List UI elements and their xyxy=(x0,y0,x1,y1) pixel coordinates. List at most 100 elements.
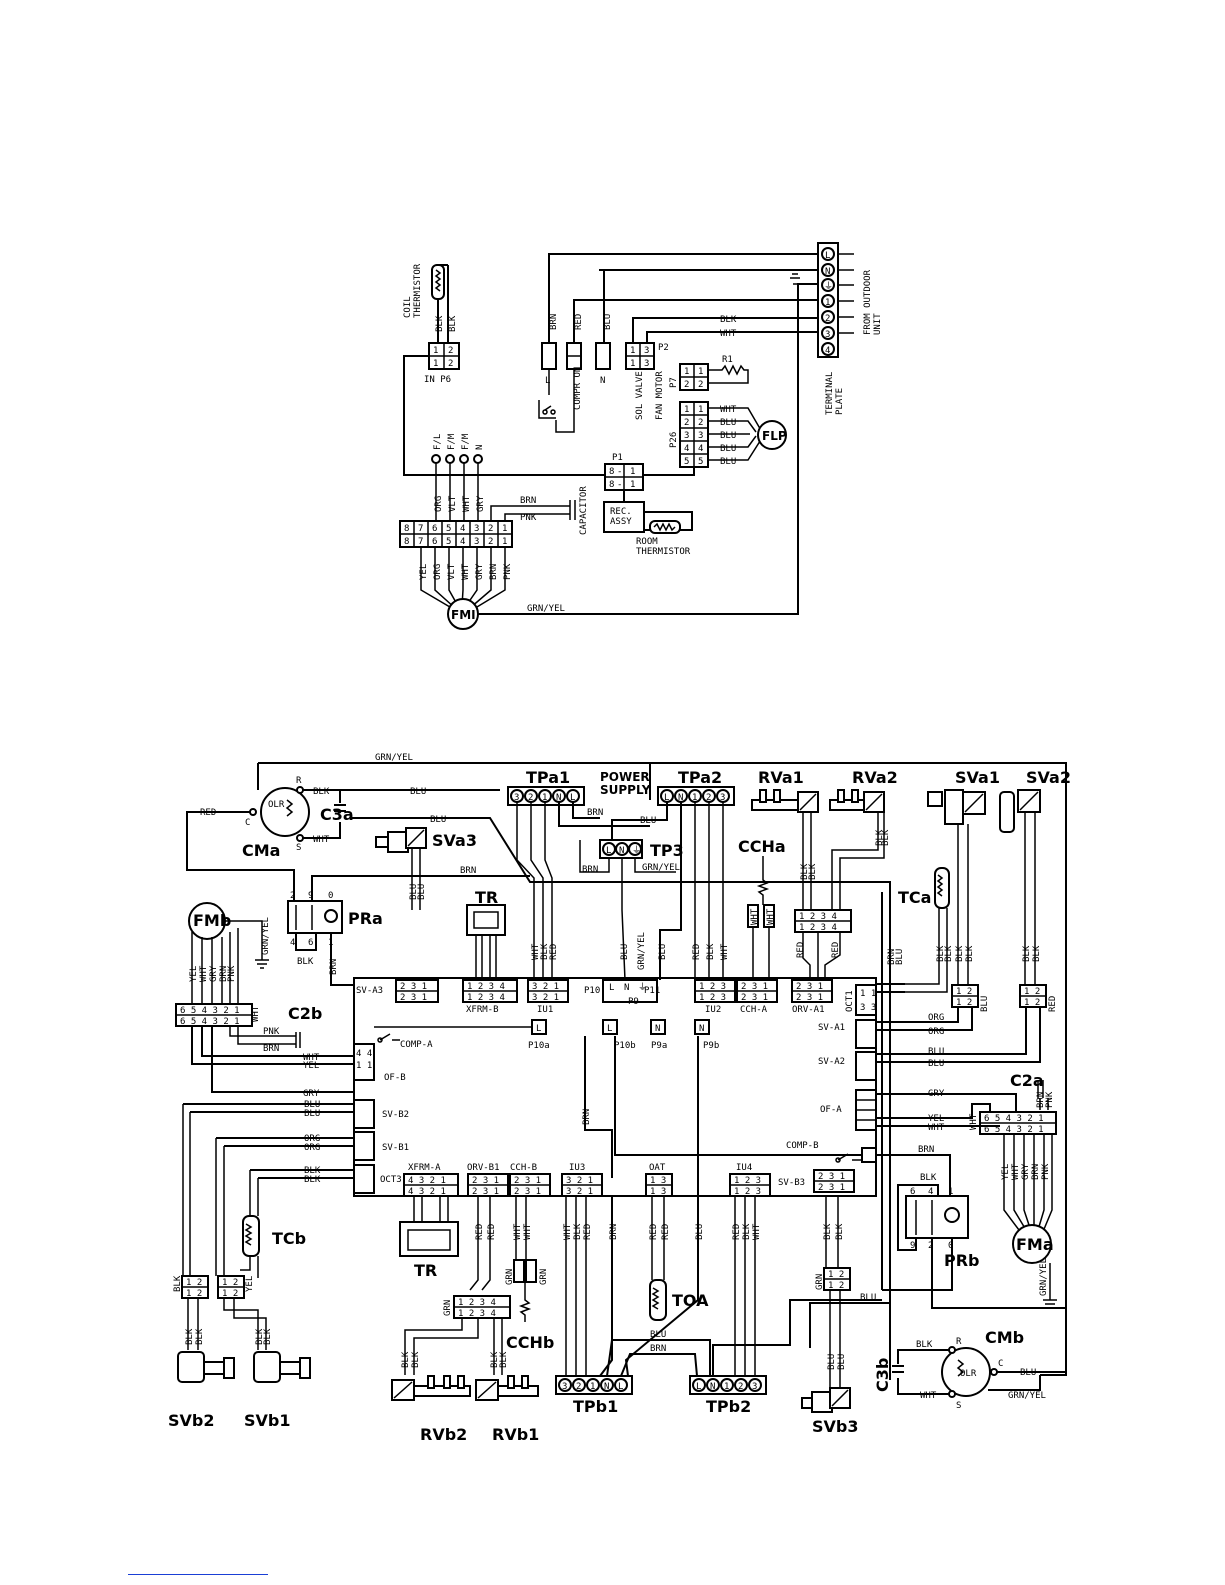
svg-text:R: R xyxy=(956,1337,962,1347)
svg-text:9: 9 xyxy=(910,1241,915,1251)
svg-text:PRa: PRa xyxy=(348,909,383,928)
svg-text:GRN: GRN xyxy=(815,1274,825,1290)
svg-text:1: 1 xyxy=(630,467,635,477)
svg-text:PNK: PNK xyxy=(227,965,237,982)
svg-text:7: 7 xyxy=(418,537,423,547)
svg-text:BLU: BLU xyxy=(1020,1368,1036,1378)
svg-text:P2: P2 xyxy=(658,343,669,353)
svg-text:IU2: IU2 xyxy=(705,1005,721,1015)
svg-text:COMP-B: COMP-B xyxy=(786,1141,819,1151)
svg-text:4: 4 xyxy=(290,938,295,948)
svg-text:0: 0 xyxy=(948,1241,953,1251)
svg-text:BRN: BRN xyxy=(587,808,603,818)
svg-text:C3b: C3b xyxy=(873,1358,892,1392)
svg-text:WHT: WHT xyxy=(750,908,760,925)
svg-text:BRN: BRN xyxy=(520,496,536,506)
svg-text:R: R xyxy=(296,776,302,786)
svg-text:2: 2 xyxy=(928,1241,933,1251)
svg-text:IU4: IU4 xyxy=(736,1163,752,1173)
svg-text:3: 3 xyxy=(644,346,649,356)
fmi-motor: YEL ORG VLT WHT GRY BRN PNK FMI GRN/YEL xyxy=(419,273,820,630)
svg-text:P10: P10 xyxy=(584,986,600,996)
terminal-block-tpb2: L N 1 2 3 TPb2 RED BLK WHT xyxy=(689,1196,882,1416)
svg-text:PNK: PNK xyxy=(520,513,537,523)
svg-text:1: 1 xyxy=(590,1382,595,1392)
svg-text:BLK: BLK xyxy=(263,1328,273,1345)
svg-text:BLK: BLK xyxy=(800,863,810,880)
svg-text:1 2: 1 2 xyxy=(1024,987,1040,997)
connector-p6: 1 2 1 2 IN P6 xyxy=(424,342,460,385)
terminal-block-tpb1: WHT BLK RED BRN BRN BLU 3 2 1 N L TPb1 B… xyxy=(555,1036,711,1416)
svg-text:3: 3 xyxy=(474,537,479,547)
svg-text:WHT: WHT xyxy=(1011,1163,1021,1180)
svg-text:BLU: BLU xyxy=(430,815,446,825)
svg-text:2 3 1: 2 3 1 xyxy=(514,1176,541,1186)
svg-text:P11: P11 xyxy=(644,986,660,996)
terminal-plate: L N ⏚ 1 2 3 4 TERMINALPLATE FROM OUTDOOR… xyxy=(817,242,883,415)
svg-text:1: 1 xyxy=(948,1187,953,1197)
svg-text:SVb1: SVb1 xyxy=(244,1411,291,1430)
svg-text:PNK: PNK xyxy=(263,1027,280,1037)
svg-text:SV-B1: SV-B1 xyxy=(382,1143,409,1153)
svg-text:2 3 1: 2 3 1 xyxy=(472,1187,499,1197)
svg-text:2: 2 xyxy=(684,418,689,428)
compressor-cma: OLR R C S CMa BLK WHT RED C3a BLU BLU xyxy=(186,763,891,950)
svg-text:ORG: ORG xyxy=(433,564,443,580)
svg-text:BLK: BLK xyxy=(255,1328,265,1345)
svg-text:8: 8 xyxy=(404,537,409,547)
svg-text:4: 4 xyxy=(460,524,465,534)
svg-text:BLU: BLU xyxy=(417,884,427,900)
svg-text:RED: RED xyxy=(200,808,216,818)
outdoor-a-valves: TCa BLK BLK BRN BLU SVa1 BLK BLK 1 21 2 … xyxy=(876,768,1071,1380)
svg-text:L: L xyxy=(696,1382,701,1392)
svg-text:2: 2 xyxy=(528,793,533,803)
svg-text:1 2 3: 1 2 3 xyxy=(734,1187,761,1197)
svg-text:BLU: BLU xyxy=(720,418,736,428)
svg-text:BLU: BLU xyxy=(620,944,630,960)
svg-text:TPb2: TPb2 xyxy=(706,1397,751,1416)
svg-text:3 2 1: 3 2 1 xyxy=(566,1187,593,1197)
svg-text:8: 8 xyxy=(609,467,614,477)
svg-text:VLT: VLT xyxy=(447,563,457,580)
reversing-valves-a: RVa1 RVa2 BLK BLK BLK BLK 1 2 3 41 2 3 4… xyxy=(751,768,898,980)
svg-text:RED: RED xyxy=(1048,996,1058,1012)
svg-text:C: C xyxy=(245,818,250,828)
svg-text:1: 1 xyxy=(542,793,547,803)
svg-text:S: S xyxy=(956,1401,961,1411)
svg-text:L: L xyxy=(536,1024,541,1034)
compressor-cmb: CMb OLR R C S BLK WHT BLU GRN/YEL C3b xyxy=(873,1328,1066,1411)
svg-text:2 3 1: 2 3 1 xyxy=(796,982,823,992)
svg-text:1 3: 1 3 xyxy=(650,1187,666,1197)
svg-text:BLK: BLK xyxy=(1032,945,1042,962)
svg-text:WHT: WHT xyxy=(720,405,737,415)
svg-text:1: 1 xyxy=(724,1382,729,1392)
svg-text:4: 4 xyxy=(684,444,689,454)
svg-text:P7: P7 xyxy=(669,377,679,388)
compr-on-label: COMPR ON xyxy=(573,367,583,410)
svg-text:BLK: BLK xyxy=(304,1175,321,1185)
svg-text:TOA: TOA xyxy=(672,1291,709,1310)
svg-text:TCb: TCb xyxy=(272,1229,306,1248)
svg-text:6: 6 xyxy=(432,524,437,534)
svg-text:SV-B3: SV-B3 xyxy=(778,1178,805,1188)
svg-text:1: 1 xyxy=(684,367,689,377)
svg-text:2 3 1: 2 3 1 xyxy=(818,1183,845,1193)
svg-text:1 2: 1 2 xyxy=(956,998,972,1008)
svg-text:2: 2 xyxy=(684,380,689,390)
svg-text:N: N xyxy=(825,267,830,277)
svg-text:2: 2 xyxy=(576,1382,581,1392)
svg-text:IU3: IU3 xyxy=(569,1163,585,1173)
svg-text:L: L xyxy=(545,376,550,386)
svg-text:BLU: BLU xyxy=(827,1354,837,1370)
svg-text:BLU: BLU xyxy=(409,884,419,900)
svg-text:BLU: BLU xyxy=(603,314,613,330)
svg-text:WHT: WHT xyxy=(563,1223,573,1240)
svg-text:FMI: FMI xyxy=(451,608,476,622)
svg-text:P9b: P9b xyxy=(703,1041,719,1051)
svg-text:ORG: ORG xyxy=(304,1134,320,1144)
coil-thermistor: COILTHERMISTOR BLK BLK xyxy=(403,263,458,345)
fan-motor-fmb: FMb YEL WHT GRY BRN PNK GRN/YEL 6 5 4 3 … xyxy=(175,902,354,1099)
svg-text:REC.ASSY: REC.ASSY xyxy=(610,507,632,527)
